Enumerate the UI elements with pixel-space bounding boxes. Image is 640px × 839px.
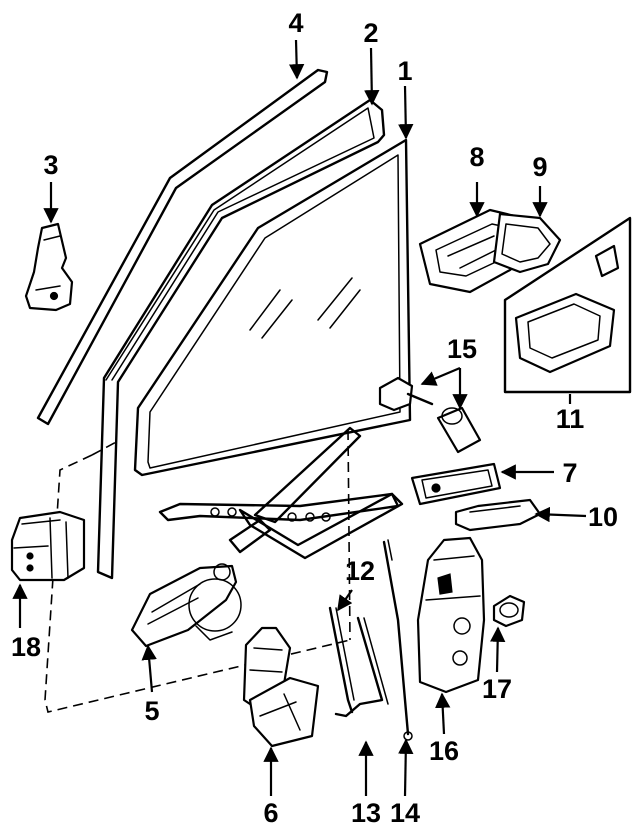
callout-14: 14: [390, 798, 420, 828]
part-15-key-and-cylinder[interactable]: [378, 376, 482, 454]
callout-9: 9: [532, 152, 547, 182]
part-11-handle-kit-box[interactable]: [503, 216, 632, 394]
part-4-outer-weatherstrip[interactable]: [36, 68, 329, 426]
part-6-regulator-motor[interactable]: [242, 626, 320, 748]
leader-10: [534, 506, 587, 523]
callout-1: 1: [397, 56, 412, 86]
leader-16: [435, 692, 451, 735]
part-18-door-hinge[interactable]: [10, 510, 86, 582]
callout-10: 10: [588, 502, 618, 532]
callout-5: 5: [144, 696, 159, 726]
part-3-bracket[interactable]: [24, 222, 74, 312]
callout-17: 17: [482, 674, 512, 704]
leader-1: [398, 85, 414, 140]
leader-12: [337, 589, 353, 612]
leader-5: [141, 644, 157, 693]
leader-lines: [12, 39, 587, 797]
leader-15a: [420, 366, 461, 386]
part-9-handle-gasket[interactable]: [492, 212, 562, 274]
callout-16: 16: [429, 736, 459, 766]
callout-11: 11: [556, 404, 585, 434]
part-5-window-regulator[interactable]: [130, 426, 404, 648]
part-10-inside-handle[interactable]: [454, 498, 542, 532]
leader-17: [489, 626, 506, 673]
part-7-handle-bezel[interactable]: [410, 462, 502, 506]
callout-7: 7: [562, 458, 577, 488]
callout-18: 18: [11, 632, 41, 662]
part-2-glass-run-channel[interactable]: [96, 98, 386, 580]
callout-3: 3: [43, 150, 58, 180]
leader-4: [288, 39, 305, 80]
callout-13: 13: [351, 798, 381, 828]
part-13-handle-rod[interactable]: [334, 616, 389, 718]
callout-2: 2: [363, 18, 378, 48]
leader-14: [398, 738, 414, 797]
callout-numbers: 4 2 1 3 8 9 15 11 7 10 12 18 5 17 16 6 1…: [11, 8, 618, 828]
part-12-lock-rod[interactable]: [328, 606, 355, 714]
callout-8: 8: [469, 142, 484, 172]
part-16-door-latch[interactable]: [416, 536, 486, 694]
callout-6: 6: [263, 798, 278, 828]
part-14-release-rod[interactable]: [382, 539, 413, 741]
part-1-door-glass[interactable]: [133, 138, 412, 477]
callout-4: 4: [288, 8, 303, 38]
leader-2: [364, 47, 380, 106]
callout-12: 12: [345, 556, 375, 586]
callout-15: 15: [447, 334, 477, 364]
door-shell-outline: [44, 429, 351, 713]
part-17-lock-actuator[interactable]: [492, 594, 526, 628]
